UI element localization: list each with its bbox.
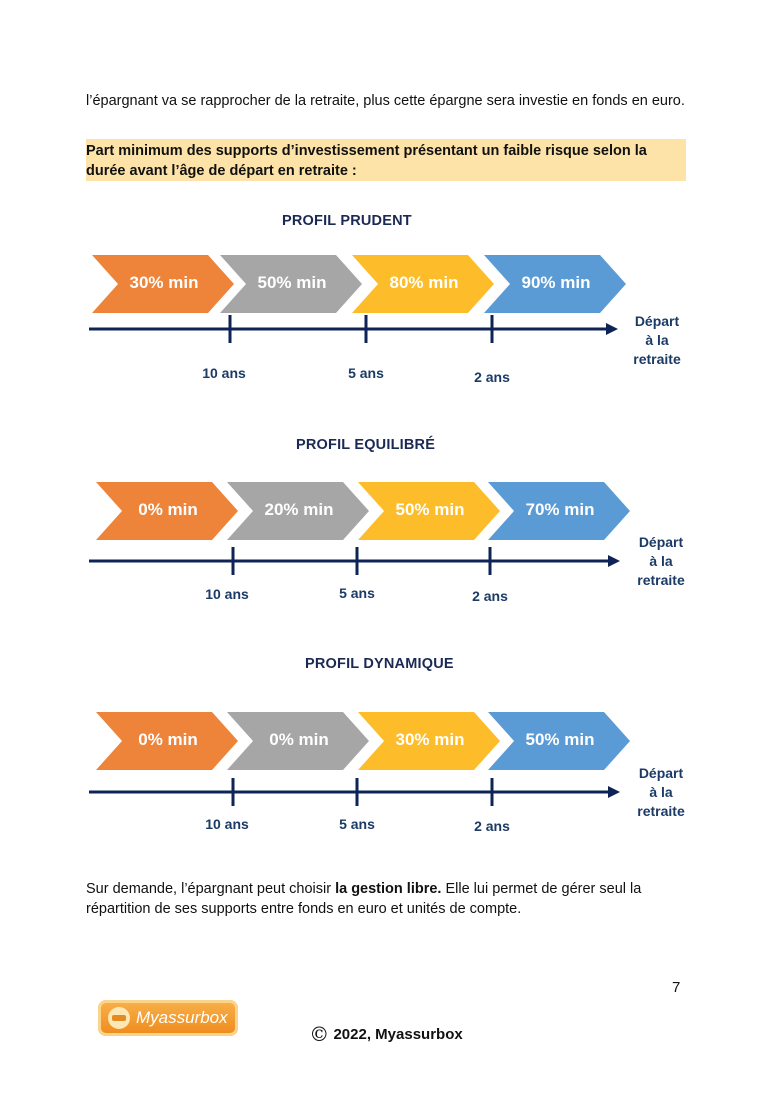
retirement-label-line: Départ (634, 313, 680, 329)
logo: Myassurbox (98, 1000, 238, 1036)
tick-label: 2 ans (472, 588, 508, 604)
arrow-head-icon (608, 786, 620, 798)
chevron-label: 70% min (525, 500, 595, 519)
page-number: 7 (672, 979, 681, 996)
retirement-label-line: retraite (637, 572, 685, 588)
profile-title: PROFIL PRUDENT (282, 213, 412, 229)
chevron-label: 20% min (264, 500, 334, 519)
footer-text: 2022, Myassurbox (329, 1026, 463, 1043)
tick-label: 10 ans (202, 365, 246, 381)
profile-title: PROFIL DYNAMIQUE (305, 656, 454, 672)
tick-label: 2 ans (474, 369, 510, 385)
copyright-symbol: © (309, 1022, 330, 1046)
tick-label: 5 ans (339, 585, 375, 601)
chevron-label: 30% min (395, 730, 465, 749)
logo-text: Myassurbox (136, 1008, 228, 1027)
chevron-label: 0% min (138, 730, 198, 749)
tick-label: 10 ans (205, 816, 249, 832)
tick-label: 10 ans (205, 586, 249, 602)
chevron-label: 0% min (138, 500, 198, 519)
retirement-label: Départ à la retraite (626, 764, 696, 821)
retirement-label-line: Départ (638, 765, 684, 781)
retirement-label-line: à la (649, 553, 673, 569)
footer: © 2022, Myassurbox (0, 1022, 772, 1046)
graduation-cap-icon (108, 1007, 130, 1029)
outro-bold: la gestion libre. (335, 881, 442, 897)
outro-suffix: Elle lui permet de gérer seul la réparti… (86, 881, 642, 917)
retirement-label-line: Départ (638, 534, 684, 550)
retirement-label: Départ à la retraite (622, 312, 692, 369)
retirement-label-line: à la (645, 332, 669, 348)
arrow-head-icon (608, 555, 620, 567)
outro-paragraph: Sur demande, l’épargnant peut choisir la… (86, 879, 686, 919)
tick-label: 5 ans (348, 365, 384, 381)
tick-label: 2 ans (474, 818, 510, 834)
profile-title: PROFIL EQUILIBRÉ (296, 437, 436, 453)
retirement-label-line: retraite (633, 351, 681, 367)
chevron-label: 90% min (521, 273, 591, 292)
retirement-label: Départ à la retraite (626, 533, 696, 590)
chevron-label: 80% min (389, 273, 459, 292)
chevron-label: 0% min (269, 730, 329, 749)
intro-paragraph: l’épargnant va se rapprocher de la retra… (86, 93, 685, 109)
chevron-label: 50% min (395, 500, 465, 519)
retirement-label-line: à la (649, 784, 673, 800)
outro-prefix: Sur demande, l’épargnant peut choisir (86, 881, 336, 897)
highlight-heading: Part minimum des supports d’investisseme… (86, 139, 686, 181)
retirement-label-line: retraite (637, 803, 685, 819)
tick-label: 5 ans (339, 816, 375, 832)
chevron-label: 50% min (525, 730, 595, 749)
arrow-head-icon (606, 323, 618, 335)
chevron-label: 50% min (257, 273, 327, 292)
chevron-label: 30% min (129, 273, 199, 292)
